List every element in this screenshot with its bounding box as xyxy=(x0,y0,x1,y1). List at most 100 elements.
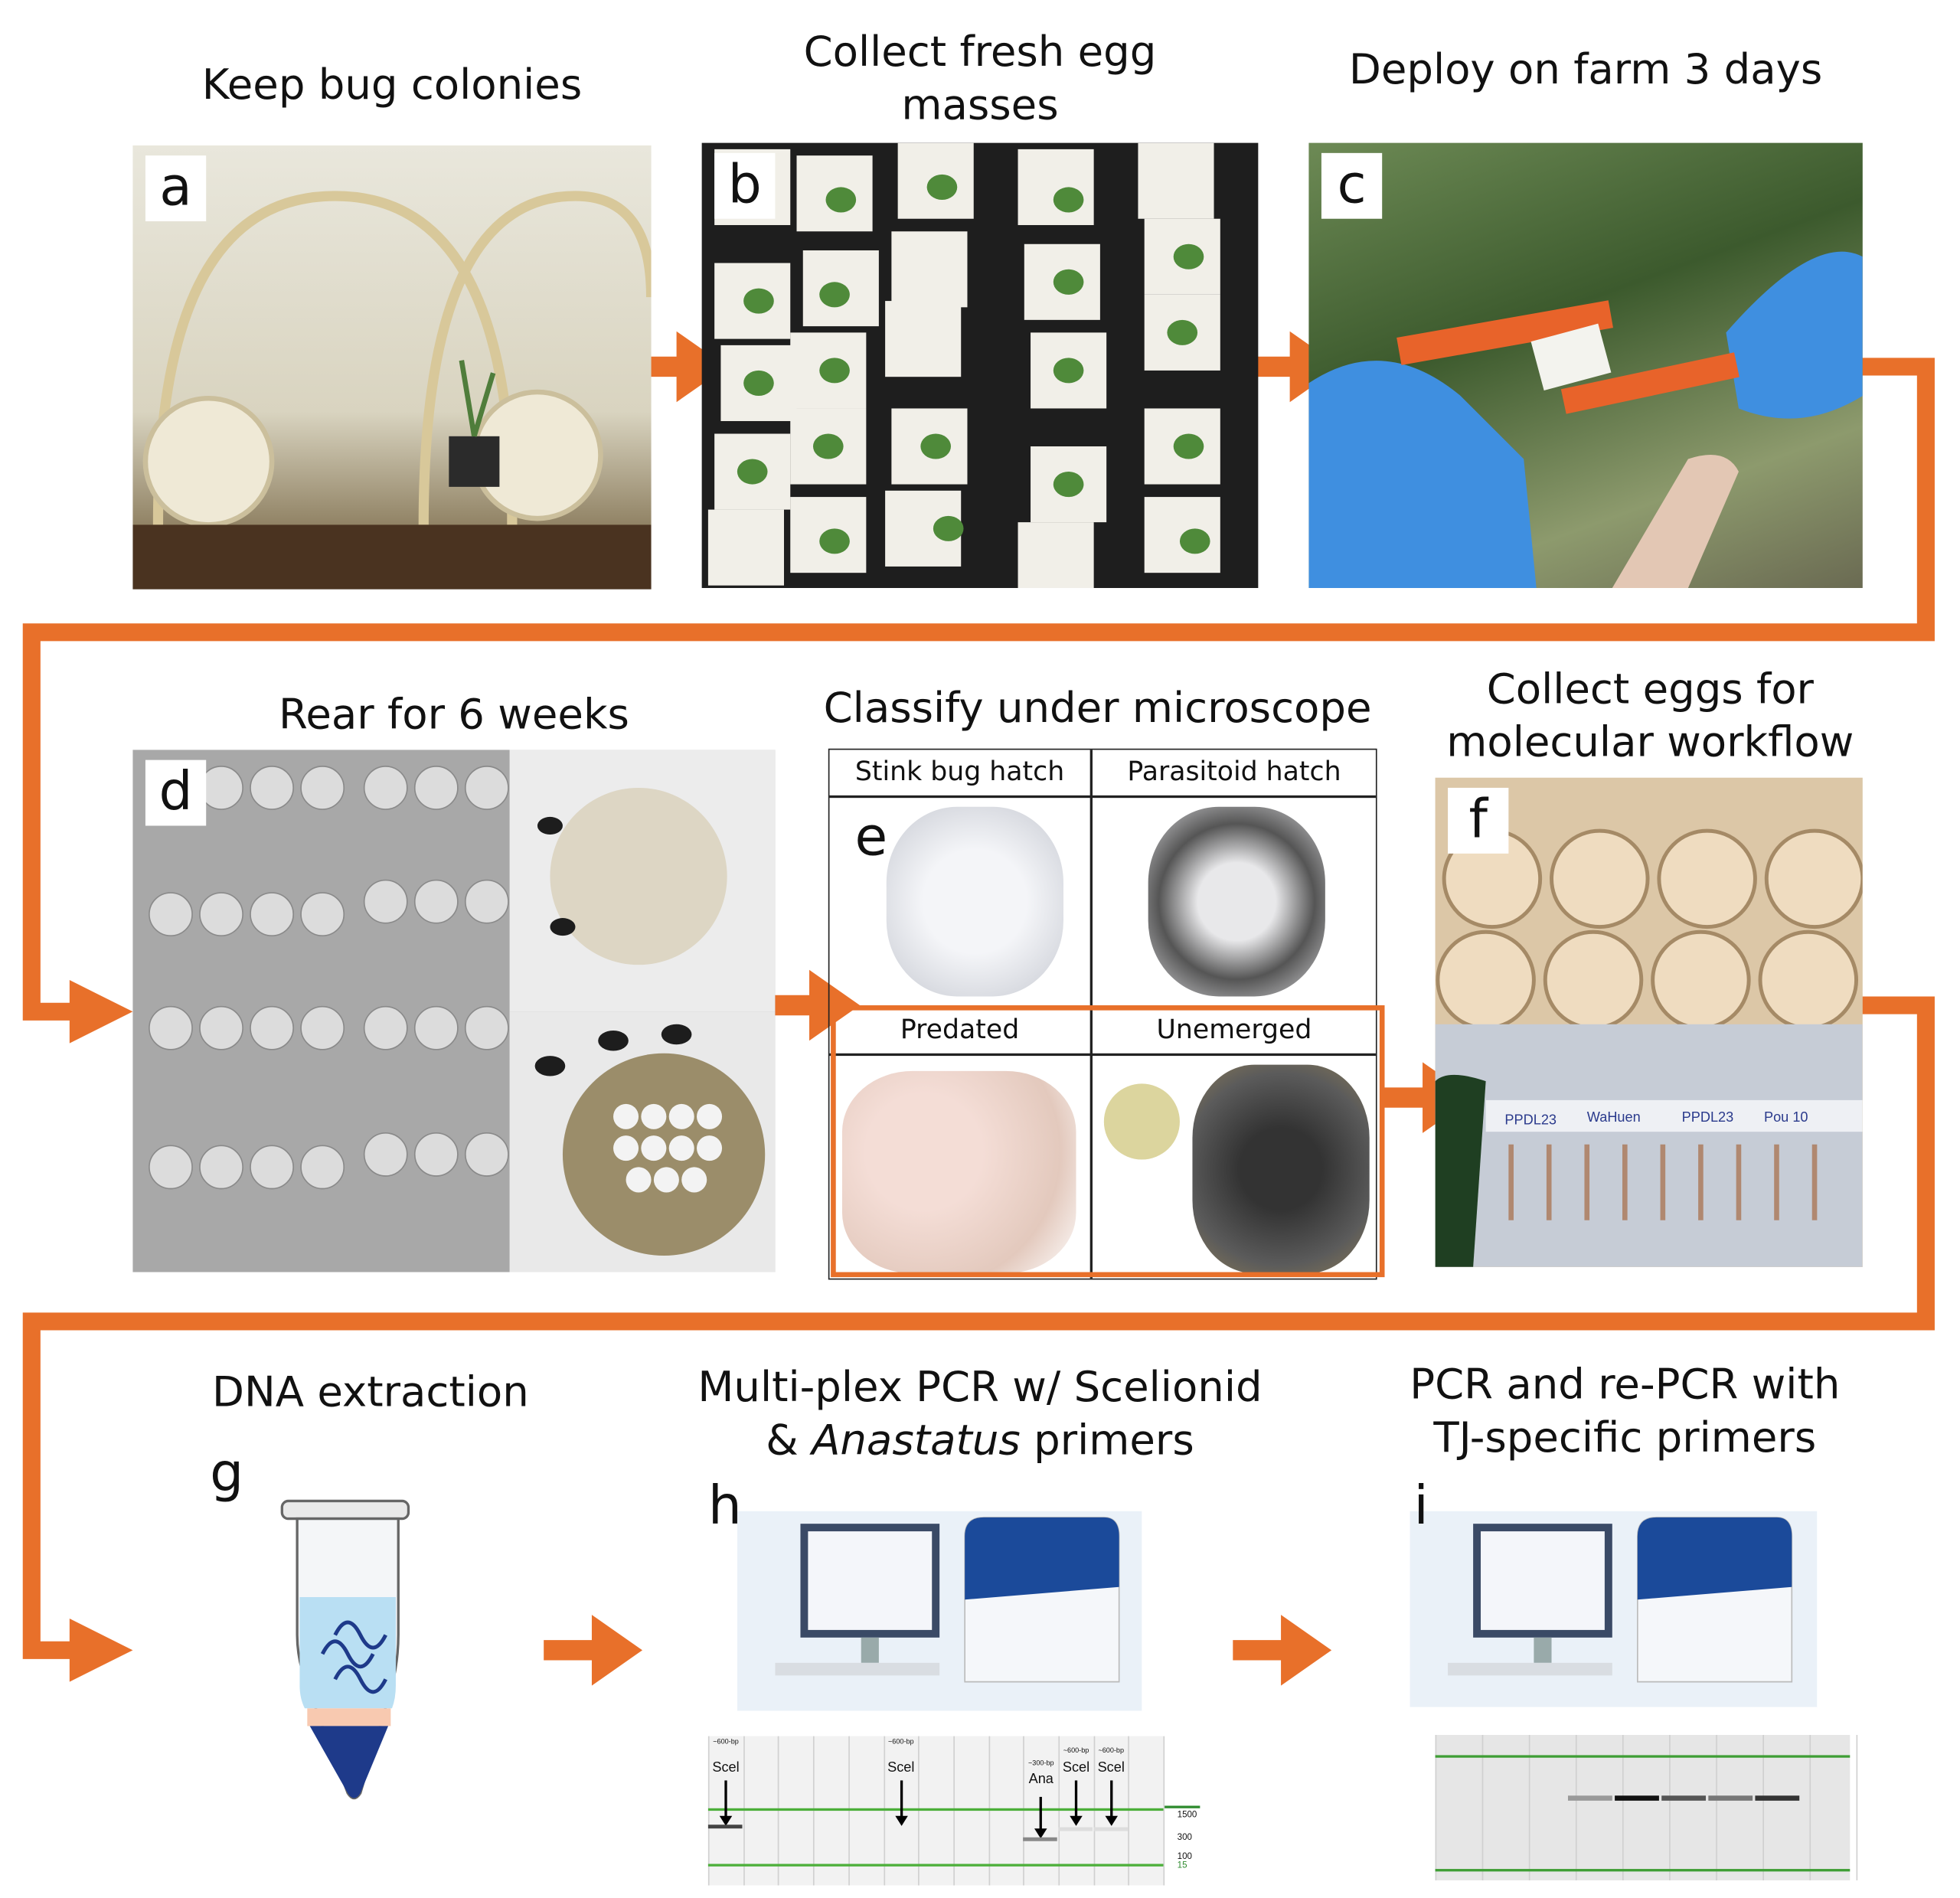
tube-label: WaHuen xyxy=(1587,1109,1641,1125)
title-c: Deploy on farm 3 days xyxy=(1348,44,1823,94)
title-b: Collect fresh egg masses xyxy=(803,26,1157,129)
arrow-a-to-b xyxy=(639,331,727,403)
title-f-line1: Collect eggs for xyxy=(1486,664,1814,714)
band-name-label: Scel xyxy=(887,1760,915,1775)
band-name-label: Scel xyxy=(1097,1760,1125,1775)
panel-label-f: f xyxy=(1448,787,1509,854)
gel-band xyxy=(1567,1795,1612,1801)
gel-lane xyxy=(1856,1734,1858,1880)
title-i-line1: PCR and re-PCR with xyxy=(1410,1359,1841,1409)
arrow-h-to-i xyxy=(1233,1615,1332,1686)
arrow-d-to-e xyxy=(761,969,861,1041)
pcr-instrument-image-i xyxy=(1410,1511,1818,1707)
cell-stink-bug-hatch: Stink bug hatch e xyxy=(829,750,1089,1002)
connector-row1-to-row2 xyxy=(22,358,1935,1021)
arrow-g-in xyxy=(69,1619,133,1682)
title-a: Keep bug colonies xyxy=(201,59,583,109)
band-size-label: ~600-bp xyxy=(1063,1747,1089,1756)
arrow-down-icon xyxy=(1104,1780,1118,1826)
title-f-line2: molecular workflow xyxy=(1446,717,1854,766)
gel-lane xyxy=(1528,1734,1530,1880)
gel-lane xyxy=(1163,1736,1165,1886)
gel-lane xyxy=(1575,1734,1577,1880)
classification-grid: Stink bug hatch e Parasitoid hatch Preda… xyxy=(828,748,1385,1281)
arrow-e-to-f xyxy=(1384,1062,1474,1133)
gel-band xyxy=(1093,1827,1128,1831)
panel-label-b: b xyxy=(714,152,776,219)
gel-band xyxy=(707,1824,743,1829)
arrow-down-icon xyxy=(1070,1780,1083,1826)
arrow-b-to-c xyxy=(1252,331,1341,403)
highlight-box-predated-unemerged xyxy=(831,1005,1385,1278)
gel-lane xyxy=(1435,1734,1437,1880)
title-h: Multi-plex PCR w/ Scelionid & Anastatus … xyxy=(658,1361,1302,1467)
gel-lane xyxy=(1622,1734,1624,1880)
panel-label-h: h xyxy=(707,1474,742,1537)
ladder-label: 15 xyxy=(1177,1861,1187,1870)
gel-lane xyxy=(1669,1734,1671,1880)
title-g: DNA extraction xyxy=(212,1367,529,1416)
title-d: Rear for 6 weeks xyxy=(278,689,629,739)
title-h-suffix: primers xyxy=(1020,1415,1194,1465)
cell-label: Parasitoid hatch xyxy=(1127,756,1341,787)
pcr-instrument-image-h xyxy=(737,1511,1142,1711)
cell-label: Stink bug hatch xyxy=(854,756,1065,787)
gel-band xyxy=(1615,1795,1659,1801)
arrow-down-icon xyxy=(719,1780,733,1826)
gel-lane xyxy=(1809,1734,1811,1880)
ladder-label: 1500 xyxy=(1177,1811,1197,1820)
gel-band xyxy=(1755,1795,1800,1801)
arrow-d-in xyxy=(69,979,133,1044)
arrow-down-icon xyxy=(1034,1796,1048,1839)
photo-deploy-on-farm: c xyxy=(1308,142,1863,588)
panel-label-e: e xyxy=(854,805,888,867)
tube-label: Pou 10 xyxy=(1764,1109,1808,1125)
title-i: PCR and re-PCR with TJ-specific primers xyxy=(1372,1358,1878,1465)
band-name-label: Scel xyxy=(1062,1760,1090,1775)
gloves-clips-illustration xyxy=(1308,251,1863,588)
gel-image-i xyxy=(1435,1734,1858,1880)
tube-label: PPDL23 xyxy=(1504,1112,1557,1127)
well-plate-illustration: PPDL23 WaHuen PPDL23 Pou 10 xyxy=(1435,828,1863,1267)
title-h-prefix: & xyxy=(766,1415,812,1465)
panel-label-g: g xyxy=(210,1441,244,1504)
connector-row2-to-row3 xyxy=(22,996,1935,1659)
band-size-label: ~600-bp xyxy=(1098,1747,1125,1756)
title-f: Collect eggs for molecular workflow xyxy=(1416,662,1884,769)
band-name-label: Scel xyxy=(712,1760,740,1775)
title-h-line2: & Anastatus primers xyxy=(658,1413,1302,1466)
gel-lane xyxy=(1716,1734,1717,1880)
photo-egg-mass-cards: b xyxy=(701,142,1259,588)
panel-label-d: d xyxy=(145,760,207,826)
band-size-label: ~600-bp xyxy=(887,1738,914,1746)
title-e: Classify under microscope xyxy=(823,682,1372,733)
gel-ladder: 1500 300 100 15 xyxy=(1165,1795,1203,1884)
panel-label-c: c xyxy=(1321,152,1383,219)
gel-lane xyxy=(1481,1734,1484,1880)
band-size-label: ~600-bp xyxy=(713,1738,739,1746)
rearing-illustration xyxy=(132,750,776,1272)
panel-label-i: i xyxy=(1413,1474,1429,1537)
cage-illustration xyxy=(132,191,652,590)
egg-cards-illustration xyxy=(707,142,1220,588)
photo-rearing-containers: d xyxy=(132,750,776,1272)
cell-unemerged: Unemerged xyxy=(1091,1008,1377,1281)
gel-band xyxy=(1661,1795,1707,1801)
band-size-label: ~300-bp xyxy=(1027,1760,1054,1768)
gel-band xyxy=(1708,1795,1753,1801)
ladder-label: 300 xyxy=(1177,1833,1192,1843)
arrow-g-to-h xyxy=(544,1615,643,1686)
cell-parasitoid-hatch: Parasitoid hatch xyxy=(1091,750,1377,1002)
title-i-line2: TJ-specific primers xyxy=(1433,1412,1817,1462)
cell-label: Predated xyxy=(900,1014,1020,1045)
cell-label: Unemerged xyxy=(1156,1014,1312,1045)
tube-label: PPDL23 xyxy=(1682,1109,1734,1125)
ladder-label: 100 xyxy=(1177,1852,1192,1862)
gel-band xyxy=(1058,1827,1093,1831)
cell-predated: Predated xyxy=(829,1008,1089,1281)
band-name-label: Ana xyxy=(1028,1771,1054,1787)
gel-band xyxy=(1023,1837,1058,1841)
photo-bug-colony-cages: a xyxy=(132,145,652,590)
arrow-down-icon xyxy=(894,1780,908,1826)
